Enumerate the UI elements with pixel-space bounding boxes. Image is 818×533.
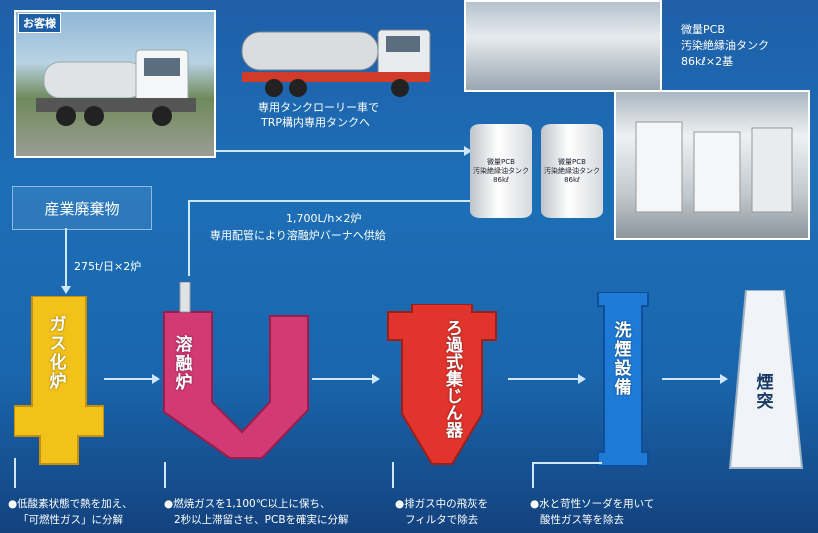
gasifier-note-1: ●低酸素状態で熱を加え、 [8,498,133,510]
feed-rate: 275t/日×2炉 [74,260,142,273]
gasifier-label: ガス化炉 [49,315,67,392]
arrow-right-icon [372,374,380,384]
chimney-shape [728,290,804,469]
gasifier-note-2: 「可燃性ガス」に分解 [18,514,123,526]
note-bracket-4h [532,462,602,464]
tanker-truck-image [36,49,196,126]
flow-line-1 [104,378,154,380]
scrubber-label: 洗煙設備 [614,321,632,398]
note-bracket-4 [532,462,534,488]
note-bracket-2 [164,462,166,488]
tank-caption-1: 微量PCB [681,23,725,36]
flow-line-3 [508,378,580,380]
tank-yard-photo [614,90,810,240]
customer-truck-photo [14,10,216,158]
tanker-truck-icon [241,29,431,97]
scrubber-shape [597,292,649,467]
arrow-right-icon [152,374,160,384]
supply-rate: 1,700L/h×2炉 [286,212,362,225]
filter-collector-shape [387,304,497,465]
waste-line [65,228,67,288]
tank-caption-2: 汚染絶縁油タンク [681,39,769,52]
industrial-waste-box: 産業廃棄物 [12,186,152,230]
arrow-right-icon [464,146,472,156]
filter-note-1: ●排ガス中の飛灰を [395,498,489,510]
melting-furnace-label: 溶融炉 [175,335,193,393]
scrubber-note-2: 酸性ガス等を除去 [540,514,624,526]
storage-tank-photo [464,0,662,92]
truck-caption-2: TRP構内専用タンクへ [261,116,370,129]
gasifier-shape [14,296,104,465]
arrow-down-icon [61,286,71,294]
note-bracket-1 [14,458,16,488]
truck-caption-1: 専用タンクローリー車で [258,101,379,114]
melting-note-1: ●燃焼ガスを1,100℃以上に保ち、 [164,498,331,510]
arrow-right-icon [578,374,586,384]
filter-collector-label: ろ過式集じん器 [442,318,462,438]
flow-line-4 [662,378,722,380]
supply-line-v [188,200,190,276]
tank-caption-3: 86kℓ×2基 [681,55,734,68]
melting-furnace-shape [163,282,309,459]
scrubber-note-1: ●水と苛性ソーダを用いて [530,498,655,510]
arrow-right-icon [720,374,728,384]
note-bracket-3 [392,462,394,488]
supply-description: 専用配管により溶融炉バーナへ供給 [210,229,386,242]
customer-label: お客様 [18,13,61,33]
filter-note-2: フィルタで除去 [405,514,479,526]
melting-note-2: 2秒以上滞留させ、PCBを確実に分解 [174,514,349,526]
flow-line-to-tanks [216,150,466,152]
chimney-label: 煙突 [756,373,774,412]
flow-line-2 [312,378,374,380]
supply-line-h [188,200,470,202]
